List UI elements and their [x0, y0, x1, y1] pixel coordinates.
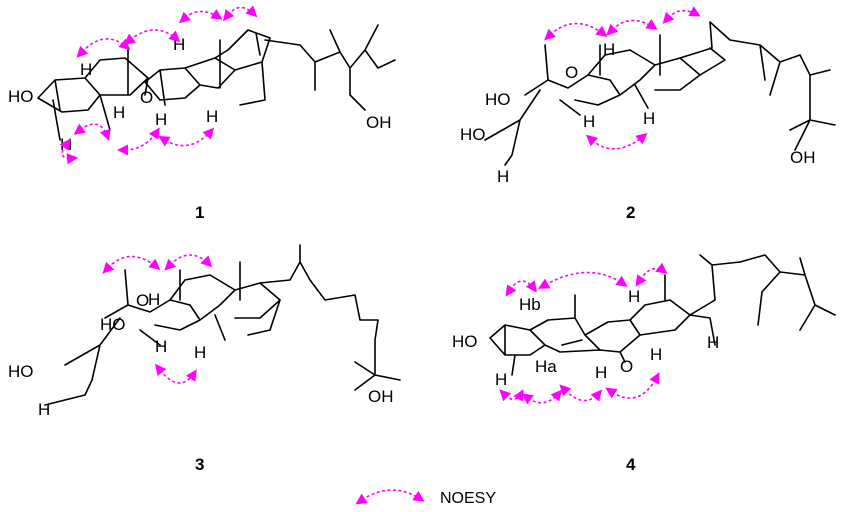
- compound-number: 3: [195, 455, 204, 474]
- hydrogen-label: H: [495, 370, 507, 389]
- hydroxyl-label: HO: [460, 125, 486, 144]
- hydrogen-label: H: [38, 400, 50, 419]
- compound-2-skeleton: [484, 21, 836, 166]
- compound-number: 2: [626, 203, 635, 222]
- hydrogen-label: H: [155, 337, 167, 356]
- ketone-oxygen-label: O: [136, 291, 149, 310]
- hydroxyl-label: HO: [485, 90, 511, 109]
- hydrogen-label: H: [155, 110, 167, 129]
- hydroxyl-label: OH: [366, 113, 392, 132]
- hydrogen-label: H: [628, 287, 640, 306]
- hydroxyl-label: HO: [8, 87, 34, 106]
- hydrogen-label: H: [194, 343, 206, 362]
- hydroxyl-label: HO: [452, 332, 478, 351]
- hydrogen-label: H: [497, 167, 509, 186]
- compound-3-skeleton: [44, 244, 401, 406]
- legend-label: NOESY: [440, 490, 496, 507]
- hydroxyl-label: OH: [368, 387, 394, 406]
- ketone-oxygen-label: O: [140, 88, 153, 107]
- noesy-arrows: [499, 262, 668, 405]
- hydrogen-b-label: Hb: [519, 295, 541, 314]
- hydrogen-label: H: [80, 60, 92, 79]
- hydrogen-label: H: [148, 290, 160, 309]
- hydrogen-label: H: [583, 112, 595, 131]
- hydroxyl-label: HO: [8, 362, 34, 381]
- compound-1: HO H O H H H H H OH 1: [8, 5, 396, 222]
- noesy-arrows: [544, 6, 701, 150]
- hydrogen-label: H: [206, 107, 218, 126]
- compound-4-skeleton: [489, 254, 836, 376]
- noesy-arrows: [102, 254, 213, 384]
- hydrogen-label: H: [595, 363, 607, 382]
- legend: NOESY: [355, 489, 496, 507]
- hydrogen-a-label: Ha: [535, 357, 557, 376]
- noesy-arrow-sample: [355, 489, 425, 505]
- ketone-oxygen-label: O: [565, 63, 578, 82]
- hydrogen-label: H: [650, 345, 662, 364]
- hydroxyl-label: OH: [790, 148, 816, 167]
- compound-2: HO HO H O H H H OH 2: [460, 6, 836, 222]
- hydrogen-label: H: [173, 35, 185, 54]
- compound-3: O HO HO H H H H OH 3: [8, 244, 401, 474]
- ketone-oxygen-label: O: [620, 357, 633, 376]
- compound-number: 4: [626, 455, 636, 474]
- compound-1-skeleton: [37, 24, 396, 141]
- hydrogen-label: H: [113, 103, 125, 122]
- hydrogen-label: H: [643, 109, 655, 128]
- compound-4: HO Hb H H Ha H O H H 4: [452, 254, 836, 474]
- hydrogen-label: H: [707, 333, 719, 352]
- hydroxyl-label: HO: [100, 315, 126, 334]
- hydrogen-label: H: [603, 40, 615, 59]
- compound-number: 1: [195, 203, 204, 222]
- noesy-arrows: [59, 5, 258, 165]
